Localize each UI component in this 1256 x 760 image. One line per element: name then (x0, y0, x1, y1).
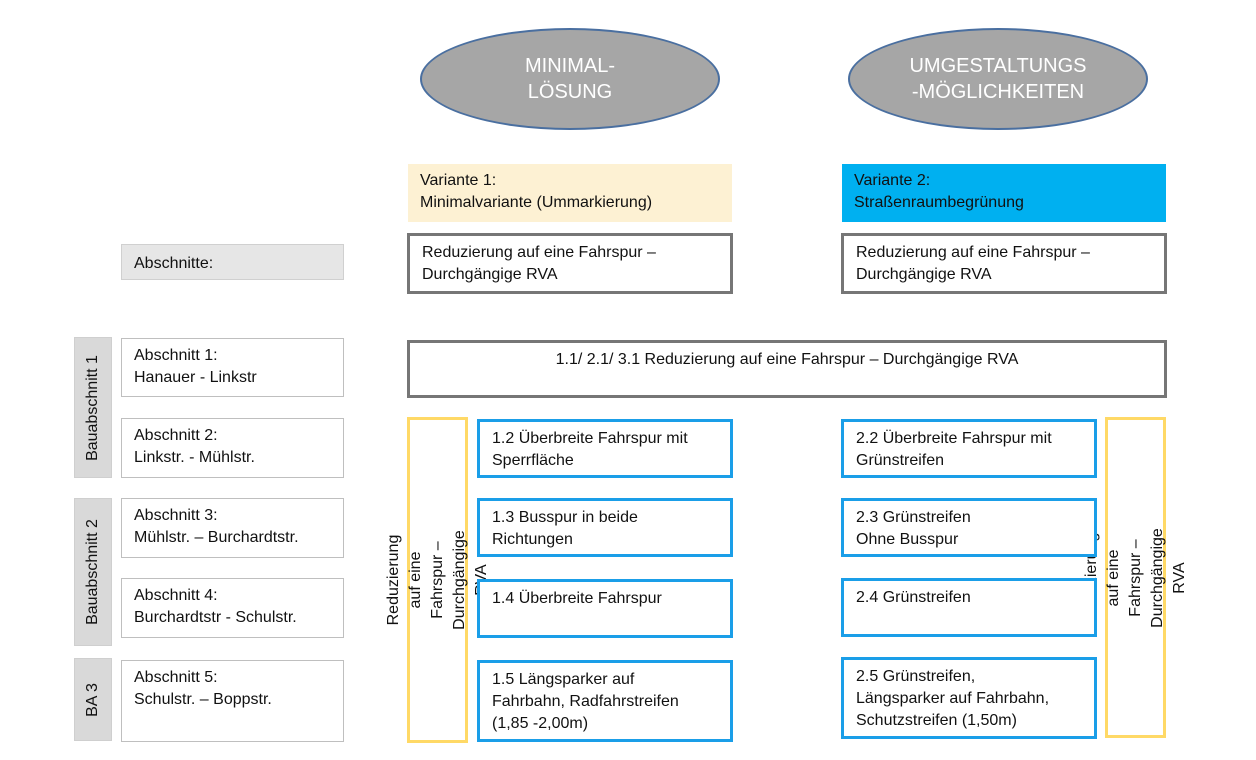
bauabschnitt-2-label: Bauabschnitt 2 (84, 519, 102, 625)
option-1-2-box: 1.2 Überbreite Fahrspur mit Sperrfläche (477, 419, 733, 478)
abschnitt-4-box: Abschnitt 4: Burchardtstr - Schulstr. (121, 578, 344, 638)
option-2-3-box: 2.3 Grünstreifen Ohne Busspur (841, 498, 1097, 557)
abschnitt-1-box: Abschnitt 1: Hanauer - Linkstr (121, 338, 344, 397)
abschnitt-5-box: Abschnitt 5: Schulstr. – Boppstr. (121, 660, 344, 742)
vertical-reduction-left: Reduzierung auf eine Fahrspur – Durchgän… (385, 417, 490, 743)
vertical-reduction-left-label: Reduzierung auf eine Fahrspur – Durchgän… (384, 530, 490, 630)
abschnitt-2-box: Abschnitt 2: Linkstr. - Mühlstr. (121, 418, 344, 478)
reduction-box-variant-1: Reduzierung auf eine Fahrspur – Durchgän… (407, 233, 733, 294)
reduction-box-variant-2: Reduzierung auf eine Fahrspur – Durchgän… (841, 233, 1167, 294)
header-umgestaltungsmoeglichkeiten: UMGESTALTUNGS -MÖGLICHKEITEN (848, 28, 1148, 130)
bauabschnitt-2-tab: Bauabschnitt 2 (74, 498, 112, 646)
bauabschnitt-1-label: Bauabschnitt 1 (84, 354, 102, 461)
option-2-5-box: 2.5 Grünstreifen, Längsparker auf Fahrba… (841, 657, 1097, 739)
abschnitte-label: Abschnitte: (121, 244, 344, 280)
variant-1-box: Variante 1: Minimalvariante (Ummarkierun… (408, 164, 732, 222)
bauabschnitt-3-tab: BA 3 (74, 658, 112, 741)
section-1-reduction-row: 1.1/ 2.1/ 3.1 Reduzierung auf eine Fahrs… (407, 340, 1167, 398)
header-minimal-loesung: MINIMAL- LÖSUNG (420, 28, 720, 130)
abschnitt-3-box: Abschnitt 3: Mühlstr. – Burchardtstr. (121, 498, 344, 558)
bauabschnitt-3-label: BA 3 (84, 682, 101, 717)
option-1-3-box: 1.3 Busspur in beide Richtungen (477, 498, 733, 557)
bauabschnitt-1-tab: Bauabschnitt 1 (74, 337, 112, 478)
option-2-4-box: 2.4 Grünstreifen (841, 578, 1097, 637)
option-2-2-box: 2.2 Überbreite Fahrspur mit Grünstreifen (841, 419, 1097, 478)
option-1-4-box: 1.4 Überbreite Fahrspur (477, 579, 733, 638)
vertical-reduction-right-label: Reduzierung auf eine Fahrspur – Durchgän… (1083, 527, 1188, 628)
option-1-5-box: 1.5 Längsparker auf Fahrbahn, Radfahrstr… (477, 660, 733, 742)
vertical-reduction-right: Reduzierung auf eine Fahrspur – Durchgän… (1083, 417, 1188, 738)
variant-2-box: Variante 2: Straßenraumbegrünung (842, 164, 1166, 222)
